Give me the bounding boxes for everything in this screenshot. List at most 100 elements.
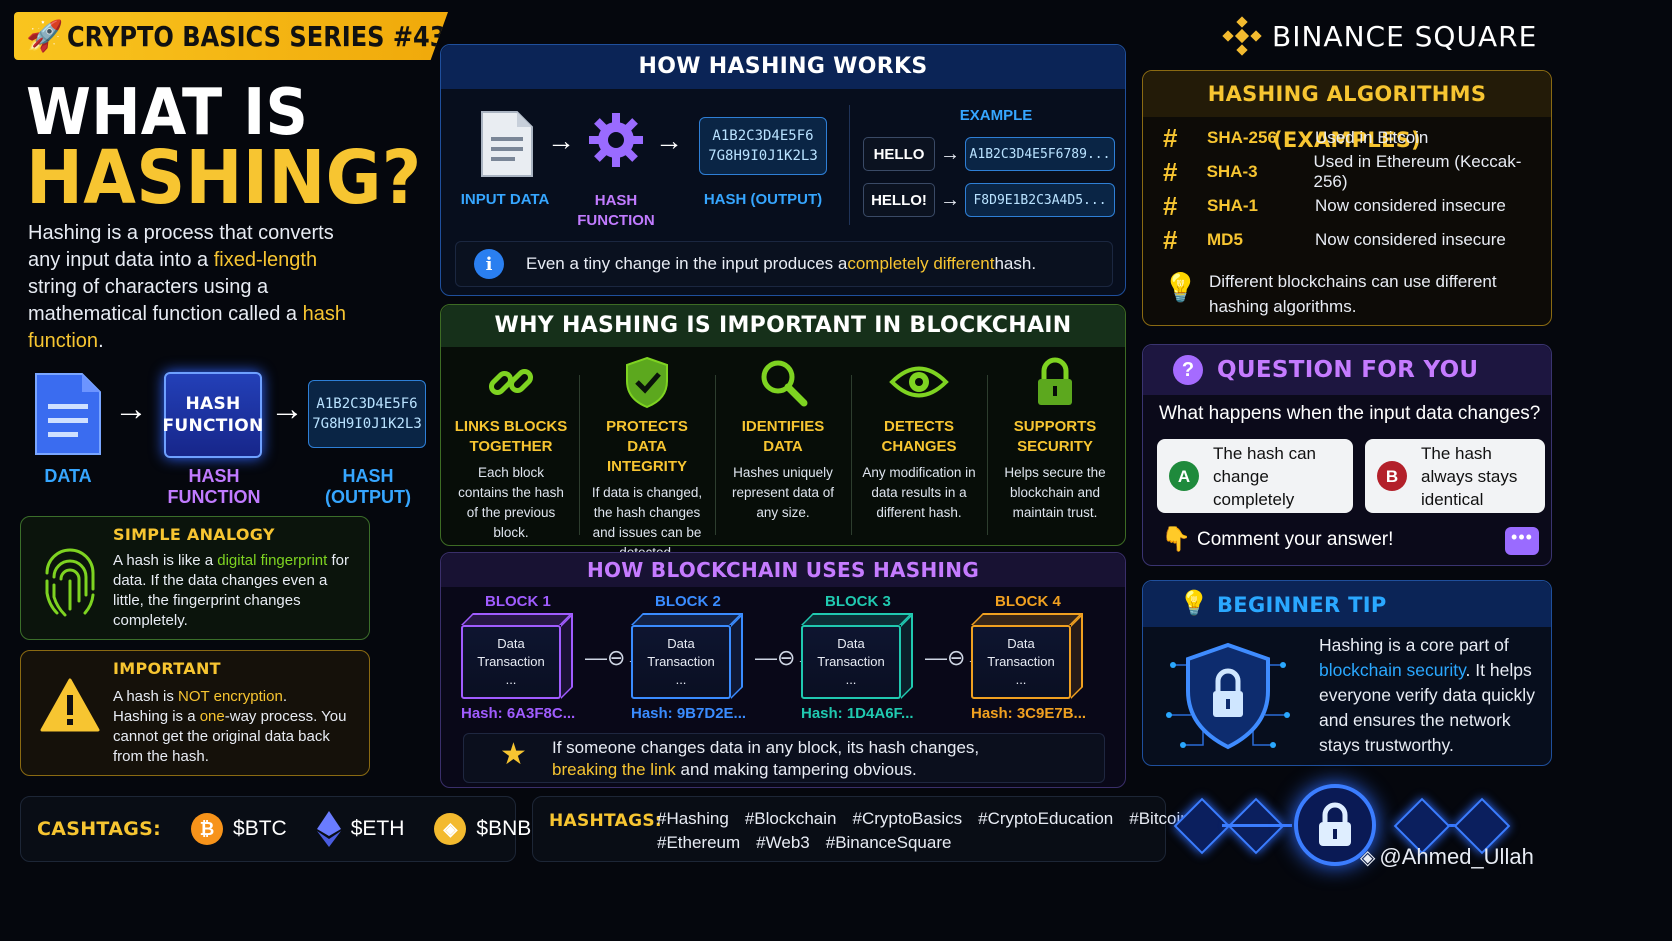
shield-check-icon xyxy=(579,355,715,409)
input-data-icon xyxy=(481,111,533,177)
star-icon: ★ xyxy=(500,738,527,771)
hash-output-label: HASH (OUTPUT) xyxy=(703,191,823,208)
analogy-text: A hash is like a digital fingerprint for… xyxy=(113,552,349,629)
lock-circle-icon xyxy=(1294,784,1376,866)
example-row: HELLO!→F8D9E1B2C3A4D5... xyxy=(863,181,1119,219)
algorithm-name: MD5 xyxy=(1207,230,1243,249)
why-item-title: SUPPORTS SECURITY xyxy=(1013,418,1097,455)
chain-link-icon xyxy=(443,355,579,409)
option-letter: A xyxy=(1169,461,1199,491)
why-item-desc: If data is changed, the hash changes and… xyxy=(591,485,703,560)
why-item-title: PROTECTS DATA INTEGRITY xyxy=(606,418,688,475)
cashtags-label: CASHTAGS: xyxy=(37,818,162,840)
hashtags-row2: #Ethereum #Web3 #BinanceSquare xyxy=(657,833,967,853)
option-text: The hash can change completely xyxy=(1213,443,1317,509)
analogy-title: SIMPLE ANALOGY xyxy=(113,525,275,544)
arrow-icon: → xyxy=(940,188,960,211)
chat-bubble-icon[interactable]: ••• xyxy=(1505,527,1539,555)
magnifier-icon xyxy=(715,355,851,409)
algorithm-name: SHA-256 xyxy=(1207,128,1277,147)
hashtags-label: HASHTAGS: xyxy=(549,811,662,831)
hashtag-item[interactable]: #Web3 xyxy=(756,833,810,852)
hash-function-label: HASH FUNCTION xyxy=(167,466,261,507)
hashtag-item[interactable]: #Hashing xyxy=(657,809,729,828)
arrow-icon: → xyxy=(940,142,960,165)
data-label: DATA xyxy=(44,466,92,486)
mini-hash-output: A1B2C3D4E5F6 7G8H9I0J1K2L3 xyxy=(308,380,426,448)
lightbulb-icon: 💡 xyxy=(1179,590,1209,617)
example-hash: A1B2C3D4E5F6789... xyxy=(965,137,1115,171)
algorithm-name: SHA-3 xyxy=(1206,162,1258,181)
info-icon: i xyxy=(474,249,504,279)
cashtag-symbol: $ETH xyxy=(350,817,405,840)
hashtags-bar: HASHTAGS: #Hashing #Blockchain #CryptoBasi… xyxy=(532,796,1190,862)
arrow-icon: → xyxy=(270,390,304,428)
tip-panel: 💡 BEGINNER TIP Hashing is a core part of… xyxy=(1142,580,1552,766)
hashtag-item[interactable]: #CryptoEducation xyxy=(978,809,1114,828)
uses-note: ★ If someone changes data in any block, … xyxy=(463,733,1105,783)
algorithm-name: SHA-1 xyxy=(1207,196,1259,215)
answer-option-a[interactable]: A The hash can change completely xyxy=(1157,439,1353,513)
uses-title: HOW BLOCKCHAIN USES HASHING xyxy=(441,553,1125,587)
hash-symbol-icon: # xyxy=(1163,122,1178,153)
hash-symbol-icon: # xyxy=(1163,190,1178,221)
hashtag-item[interactable]: #Ethereum xyxy=(657,833,741,852)
algorithms-note: Different blockchains can use different … xyxy=(1209,272,1497,316)
cashtag-symbol: $BTC xyxy=(233,817,287,840)
headline-line1: WHAT IS xyxy=(26,76,309,150)
cashtag-item[interactable]: ₿$BTC xyxy=(191,813,287,845)
hashtags-row1: #Hashing #Blockchain #CryptoBasics #CryptoE… xyxy=(657,809,1206,829)
hashtag-item[interactable]: #BinanceSquare xyxy=(825,833,952,852)
gear-icon xyxy=(589,113,643,167)
fingerprint-icon xyxy=(45,548,95,617)
cashtag-item[interactable]: $ETH xyxy=(316,811,405,847)
hash-function-box: HASH FUNCTION xyxy=(162,372,263,458)
hashtag-item[interactable]: #CryptoBasics xyxy=(852,809,963,828)
hash-function-label: HASH FUNCTION xyxy=(577,192,655,229)
hashtag-item[interactable]: #Blockchain xyxy=(744,809,837,828)
block-title: BLOCK 1 xyxy=(485,593,551,610)
intro-text: Hashing is a process that converts any i… xyxy=(28,222,346,352)
why-title: WHY HASHING IS IMPORTANT IN BLOCKCHAIN xyxy=(441,305,1125,347)
tip-title: BEGINNER TIP xyxy=(1217,593,1387,617)
tip-text: Hashing is a core part of blockchain sec… xyxy=(1319,635,1535,755)
blockchain-lock-graphic xyxy=(1172,780,1532,880)
hash-output-label: HASH (OUTPUT) xyxy=(325,466,411,507)
example-hash: F8D9E1B2C3A4D5... xyxy=(965,183,1115,217)
why-item-desc: Any modification in data results in a di… xyxy=(862,465,976,520)
ethereum-icon xyxy=(316,811,341,847)
arrow-icon: → xyxy=(655,125,683,156)
security-shield-icon xyxy=(1166,642,1290,750)
cashtag-symbol: $BNB xyxy=(476,817,532,840)
headline-line2: HASHING? xyxy=(26,135,422,221)
analogy-panel: SIMPLE ANALOGY A hash is like a digital … xyxy=(20,516,370,640)
example-input: HELLO xyxy=(863,137,935,171)
important-panel: IMPORTANT A hash is NOT encryption. Hash… xyxy=(20,650,370,776)
cashtag-item[interactable]: ◈$BNB xyxy=(434,813,531,845)
arrow-icon: → xyxy=(114,390,148,428)
important-text: A hash is NOT encryption. Hashing is a o… xyxy=(113,688,347,765)
why-item-title: IDENTIFIES DATA xyxy=(741,418,825,455)
input-data-label: INPUT DATA xyxy=(460,191,550,208)
algorithm-desc: Now considered insecure xyxy=(1315,230,1506,249)
brand-logo: BINANCE SQUARE xyxy=(1222,14,1537,58)
algorithm-row: # SHA-256 Used in Bitcoin xyxy=(1163,121,1428,155)
example-input: HELLO! xyxy=(863,183,935,217)
algorithm-desc: Used in Bitcoin xyxy=(1315,128,1429,147)
question-title: QUESTION FOR YOU xyxy=(1217,357,1479,383)
cashtags-bar: CASHTAGS: ₿$BTC $ETH ◈$BNB xyxy=(20,796,531,862)
padlock-icon xyxy=(987,355,1123,409)
eye-icon xyxy=(851,355,987,409)
hash-symbol-icon: # xyxy=(1163,156,1178,187)
